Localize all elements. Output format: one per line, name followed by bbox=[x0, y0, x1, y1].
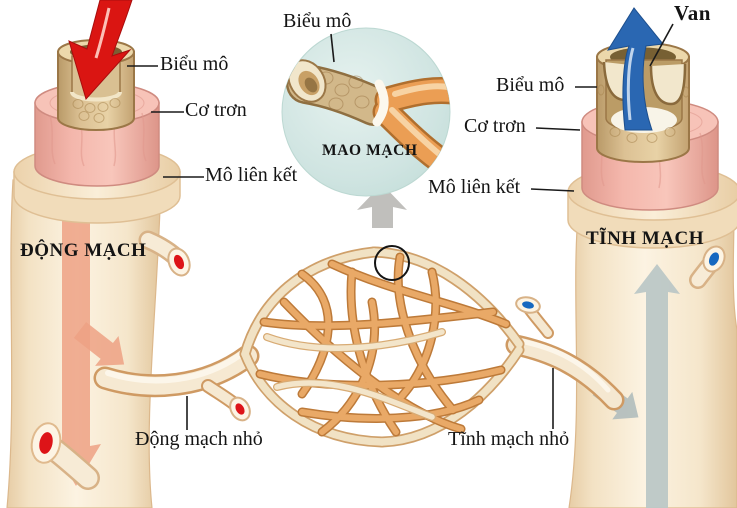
artery-flow-branch-arrow bbox=[73, 322, 125, 366]
label-vein-connective: Mô liên kết bbox=[428, 176, 521, 198]
label-capillary-epithelium: Biểu mô bbox=[283, 10, 352, 32]
leader-valve bbox=[649, 23, 674, 67]
capillary-highlight-circle bbox=[374, 245, 410, 281]
venule-opening-blue bbox=[515, 296, 541, 314]
inset-white-collar bbox=[372, 79, 389, 127]
inset-pointer-arrow bbox=[357, 184, 407, 228]
label-vein-epithelium: Biểu mô bbox=[496, 74, 565, 96]
vein-branch-opening-blue bbox=[702, 245, 726, 273]
label-artery-connective: Mô liên kết bbox=[205, 164, 298, 186]
artery-flow-down-arrow bbox=[51, 212, 101, 486]
label-arteriole: Động mạch nhỏ bbox=[135, 428, 263, 450]
arteriole-opening-red bbox=[229, 396, 251, 422]
label-venule: Tĩnh mạch nhỏ bbox=[448, 428, 570, 450]
capillary-inset bbox=[281, 27, 451, 197]
artery-branch-opening-red bbox=[167, 247, 191, 277]
label-vein-title: TĨNH MẠCH bbox=[586, 228, 704, 249]
vein-flow-up-arrow bbox=[634, 264, 680, 508]
capillary-network bbox=[239, 246, 525, 448]
leader-epithelium-center bbox=[330, 33, 335, 63]
vein-outflow-arrow bbox=[606, 7, 664, 131]
leader-muscle-right bbox=[535, 127, 581, 131]
label-leader-lines bbox=[127, 23, 674, 430]
label-artery-title: ĐỘNG MẠCH bbox=[20, 240, 147, 261]
leader-connective-right bbox=[530, 188, 575, 192]
label-vein-smooth-muscle: Cơ trơn bbox=[464, 115, 526, 137]
label-valve: Van bbox=[674, 1, 711, 25]
vein-illustration bbox=[505, 7, 737, 508]
label-artery-smooth-muscle: Cơ trơn bbox=[185, 99, 247, 121]
label-capillary-title: MAO MẠCH bbox=[322, 142, 418, 159]
artery-illustration bbox=[6, 0, 260, 508]
label-artery-epithelium: Biểu mô bbox=[160, 53, 229, 75]
inset-tube-opening bbox=[287, 59, 327, 103]
artery-inflow-arrow bbox=[68, 0, 133, 101]
artery-lower-opening-red bbox=[30, 422, 62, 464]
